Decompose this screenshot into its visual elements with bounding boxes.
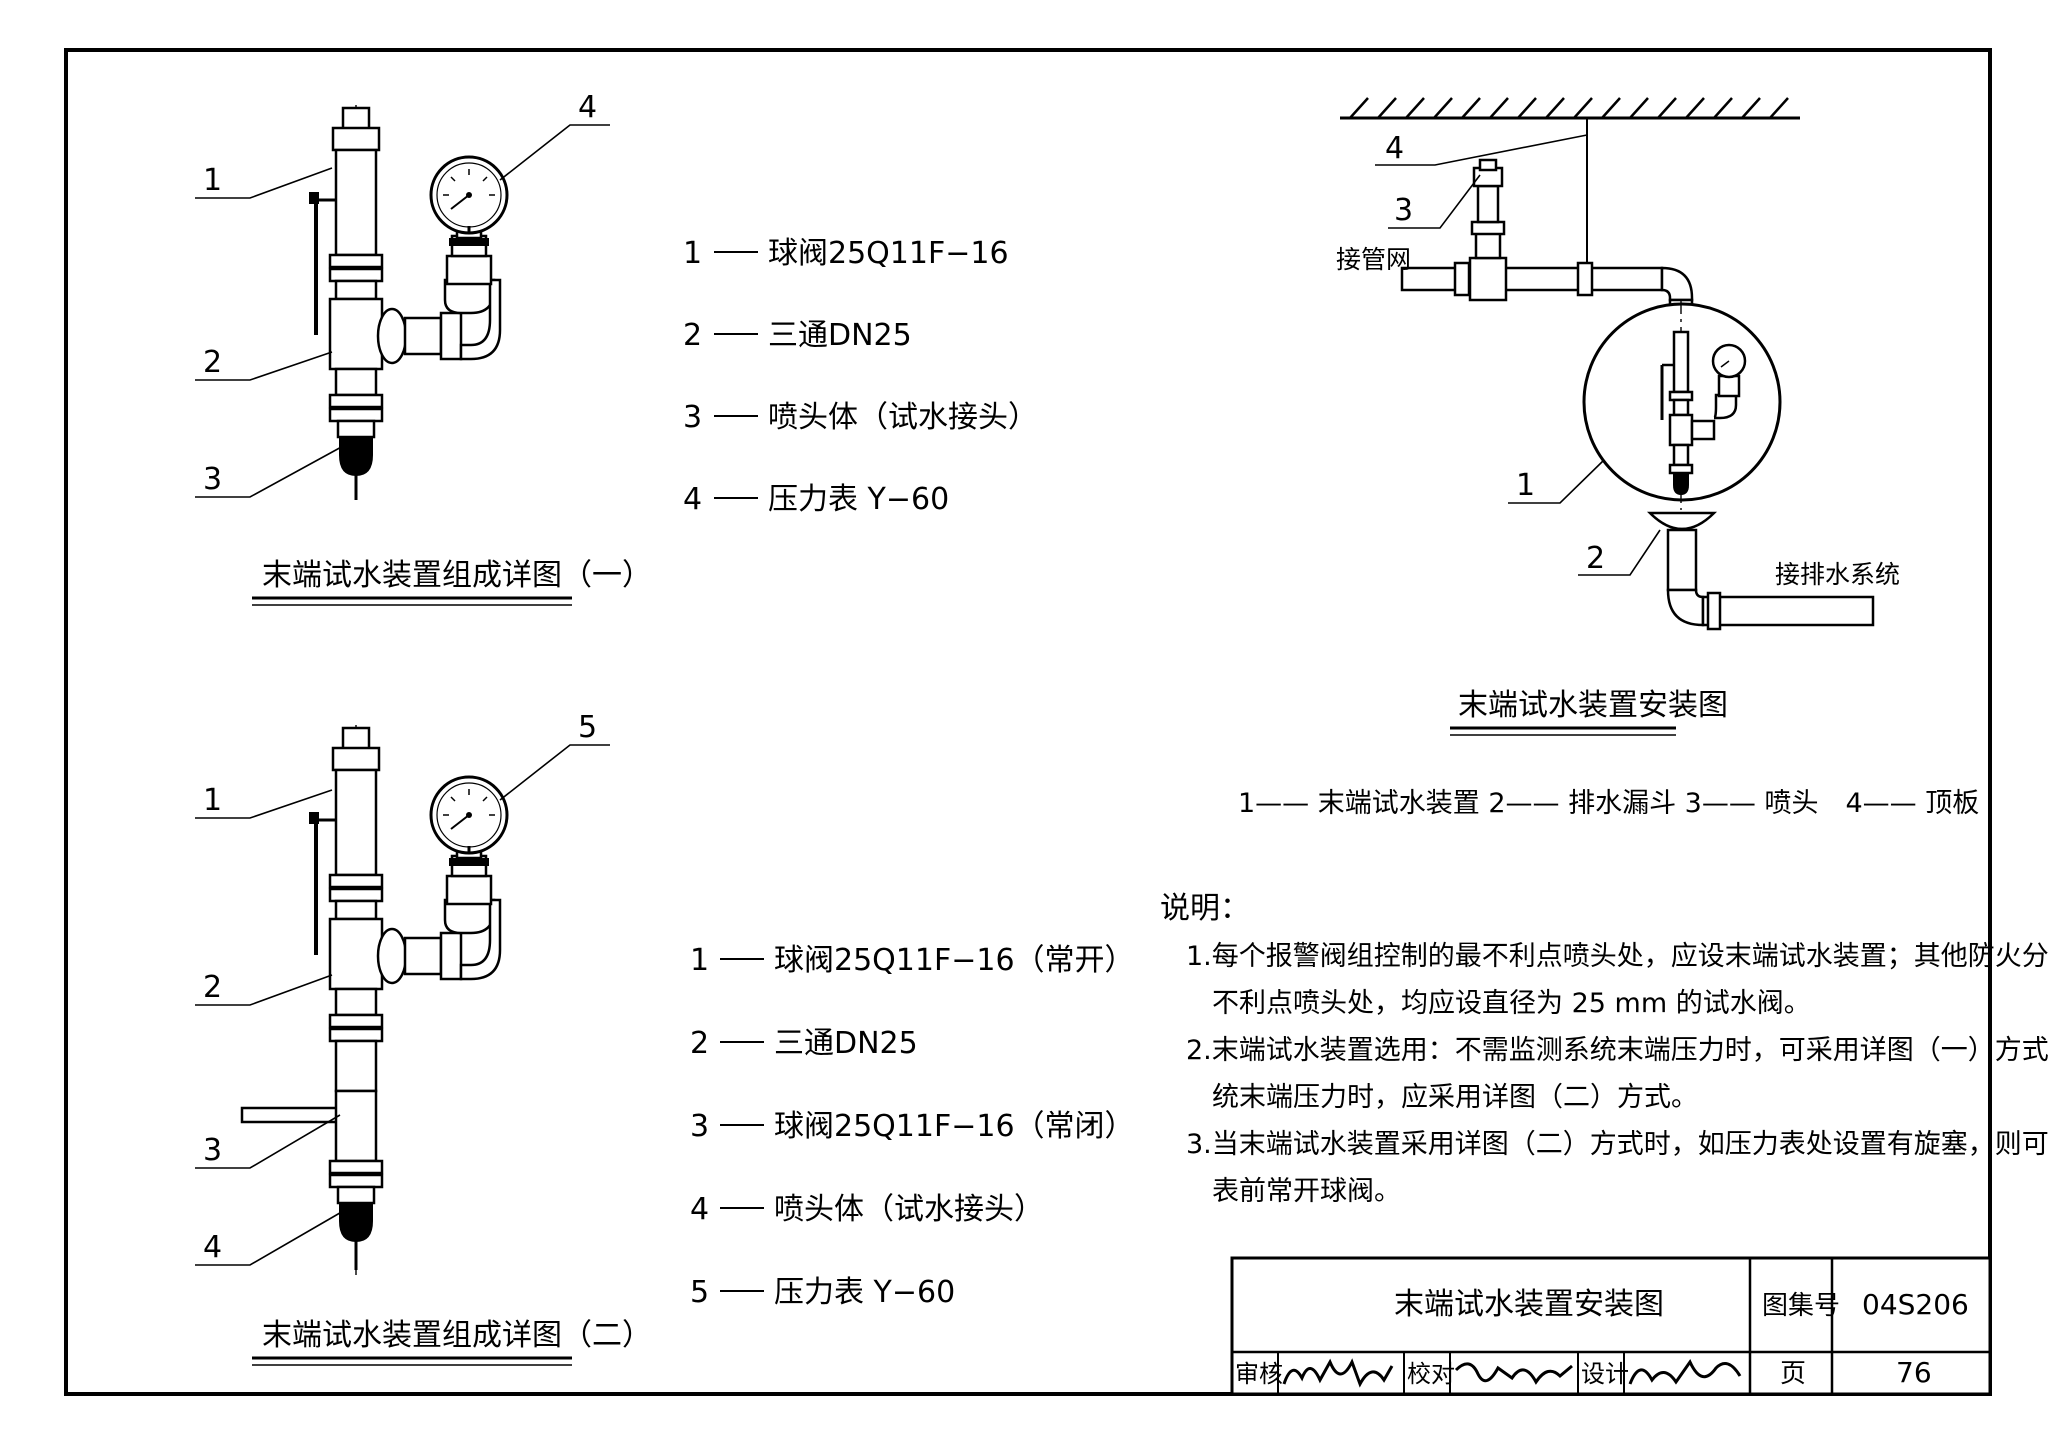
callout-5: 5 — [578, 710, 597, 745]
install-drawing — [1340, 97, 1875, 631]
note-line-6: 表前常开球阀。 — [1212, 1176, 1401, 1207]
callout-1: 1 — [203, 163, 222, 198]
detail-1-legend: 1 球阀25Q11F−16 2 三通DN25 3 喷头体（试水接头） 4 压力表… — [683, 236, 1038, 517]
callout-3: 3 — [203, 1133, 222, 1168]
legend-2-no: 2 — [683, 318, 702, 353]
detail-2-assembly — [240, 725, 509, 1275]
callout-1: 1 — [203, 783, 222, 818]
label-connect-drain-system: 接排水系统 — [1775, 560, 1900, 589]
design-label: 设计 — [1581, 1360, 1629, 1388]
check-label: 校对 — [1407, 1360, 1455, 1388]
callout-4: 4 — [203, 1230, 222, 1265]
note-line-4: 统末端压力时，应采用详图（二）方式。 — [1212, 1082, 1698, 1113]
reviewer-signature — [1282, 1358, 1394, 1388]
notes-heading: 说明： — [1160, 891, 1250, 926]
detail-1-callouts: 1 2 3 4 — [195, 90, 610, 498]
note-line-1: 1.每个报警阀组控制的最不利点喷头处，应设末端试水装置；其他防火分区、楼层的最 — [1186, 941, 2048, 972]
notes: 说明： 1.每个报警阀组控制的最不利点喷头处，应设末端试水装置；其他防火分区、楼… — [1160, 891, 2048, 1207]
legend-4-no: 4 — [683, 482, 702, 517]
legend-2-text: 三通DN25 — [768, 318, 912, 353]
note-line-3: 2.末端试水装置选用：不需监测系统末端压力时，可采用详图（一）方式；需监测系 — [1186, 1035, 2048, 1066]
page-number: 76 — [1896, 1356, 1932, 1389]
install-title: 末端试水装置安装图 — [1458, 688, 1728, 723]
legend-3-text: 喷头体（试水接头） — [768, 400, 1038, 435]
detail-2-legend: 1 球阀25Q11F−16（常开） 2 三通DN25 3 球阀25Q11F−16… — [690, 943, 1135, 1310]
legend-1-no: 1 — [683, 236, 702, 271]
legend-2-no: 2 — [690, 1026, 709, 1061]
legend-2-text: 三通DN25 — [774, 1026, 918, 1061]
callout-2: 2 — [203, 970, 222, 1005]
atlas-number: 04S206 — [1862, 1288, 1969, 1321]
detail-1-assembly — [309, 105, 509, 500]
title-block-drawing-title: 末端试水装置安装图 — [1394, 1287, 1664, 1322]
legend-3-text: 球阀25Q11F−16（常闭） — [774, 1109, 1135, 1144]
checker-signature — [1454, 1362, 1573, 1385]
callout-2: 2 — [203, 345, 222, 380]
legend-4-text: 压力表 Y−60 — [768, 482, 949, 517]
sheet-border — [64, 48, 1992, 1396]
detail-2-title: 末端试水装置组成详图（二） — [262, 1318, 652, 1353]
legend-1-text: 球阀25Q11F−16 — [768, 236, 1009, 271]
legend-1-text: 球阀25Q11F−16（常开） — [774, 943, 1135, 978]
review-label: 审核 — [1235, 1360, 1283, 1388]
install-callouts: 4 3 1 2 — [1375, 131, 1661, 576]
detail-1-title: 末端试水装置组成详图（一） — [262, 558, 652, 593]
note-line-2: 不利点喷头处，均应设直径为 25 mm 的试水阀。 — [1212, 988, 1811, 1019]
page-label: 页 — [1780, 1359, 1806, 1389]
legend-4-no: 4 — [690, 1192, 709, 1227]
callout-4: 4 — [1385, 131, 1404, 166]
legend-5-no: 5 — [690, 1275, 709, 1310]
legend-3-no: 3 — [690, 1109, 709, 1144]
install-legend: 1—— 末端试水装置 2—— 排水漏斗 3—— 喷头 4—— 顶板 — [1238, 788, 1979, 819]
legend-5-text: 压力表 Y−60 — [774, 1275, 955, 1310]
detail-2-callouts: 1 2 3 4 5 — [195, 710, 610, 1266]
label-connect-pipe-network: 接管网 — [1336, 245, 1411, 274]
callout-2: 2 — [1586, 541, 1605, 576]
note-line-5: 3.当末端试水装置采用详图（二）方式时，如压力表处设置有旋塞，则可取消图中的 — [1186, 1129, 2048, 1160]
callout-1: 1 — [1516, 468, 1535, 503]
legend-3-no: 3 — [683, 400, 702, 435]
title-block: 末端试水装置安装图 图集号 04S206 页 76 审核 校对 设计 — [1230, 1256, 1992, 1396]
callout-4: 4 — [578, 90, 597, 125]
legend-1-no: 1 — [690, 943, 709, 978]
callout-3: 3 — [203, 462, 222, 497]
callout-3: 3 — [1394, 193, 1413, 228]
legend-4-text: 喷头体（试水接头） — [774, 1192, 1044, 1227]
designer-signature — [1628, 1359, 1742, 1385]
atlas-number-label: 图集号 — [1762, 1291, 1840, 1321]
